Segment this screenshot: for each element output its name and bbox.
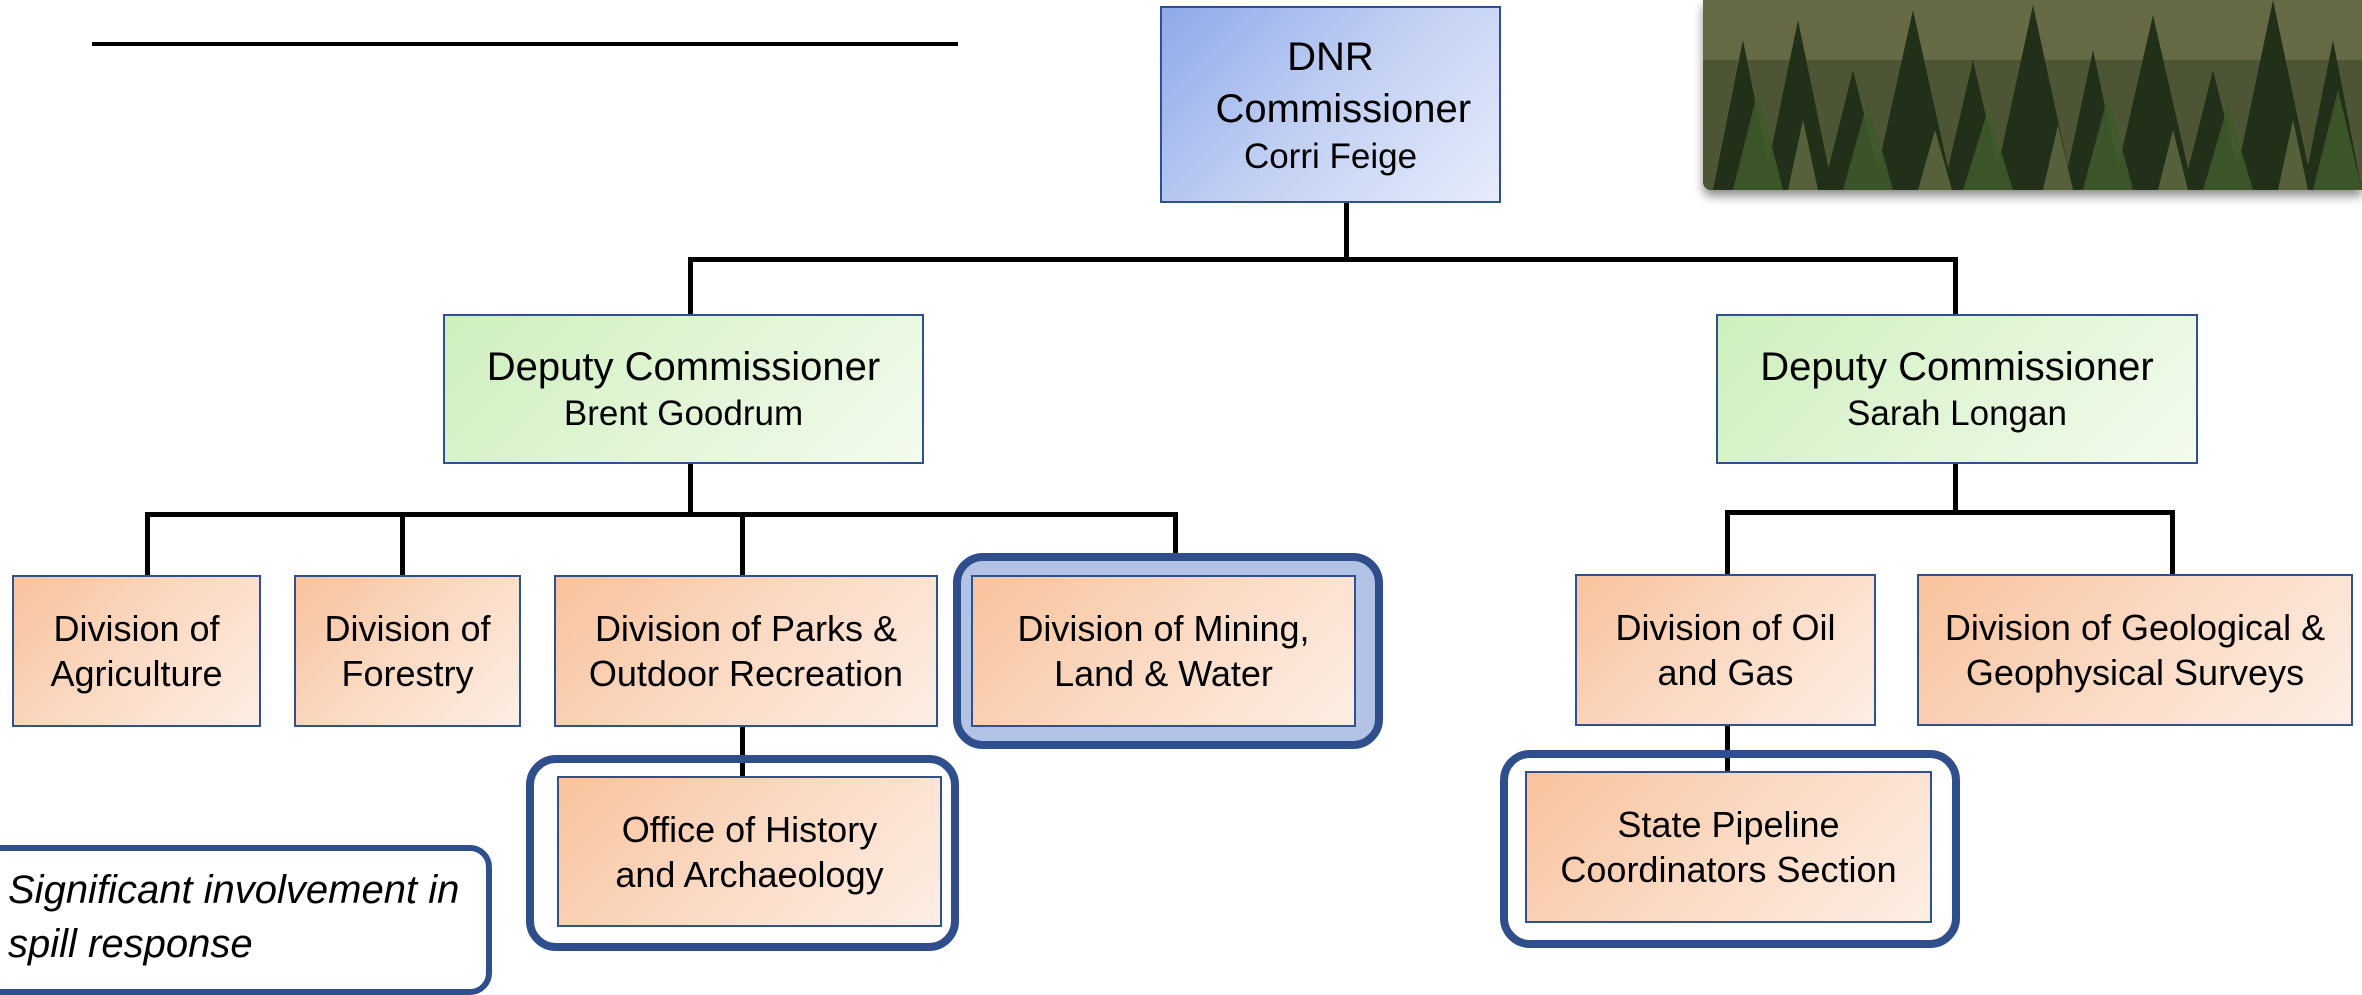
office-history-archaeology: Office of History and Archaeology [557,776,942,927]
legend-text: Significant involvement in spill respons… [8,868,460,966]
spill-response-highlight [526,755,959,951]
deputy-name: Brent Goodrum [563,394,804,434]
connector [1173,512,1178,576]
division-label: Division of Oil and Gas [1615,607,1836,693]
legend-box: Significant involvement in spill respons… [0,845,492,995]
sub-unit-label: State Pipeline Coordinators Section [1560,804,1897,890]
connector [688,257,1958,262]
connector [1953,257,1958,315]
connector [688,257,693,315]
connector [1725,510,1730,574]
division-mining-land-water: Division of Mining, Land & Water [971,575,1356,727]
deputy-name: Sarah Longan [1847,394,2067,434]
connector [145,512,1178,517]
division-parks: Division of Parks & Outdoor Recreation [554,575,938,727]
sub-unit-label: Office of History and Archaeology [615,808,884,895]
connector [1725,723,1730,773]
connector [1344,202,1349,259]
connector [2170,510,2175,574]
division-label: Division of Parks & Outdoor Recreation [588,608,904,694]
division-forestry: Division of Forestry [294,575,521,727]
forest-photo [1703,0,2362,190]
deputy-title: Deputy Commissioner [1760,345,2154,390]
connector [1725,510,2175,515]
division-label: Division of Mining, Land & Water [1017,608,1310,694]
spill-response-highlight [1500,750,1960,948]
commissioner-title: DNR Commissioner [1215,34,1472,131]
connector [1953,463,1958,513]
commissioner-box: DNR Commissioner Corri Feige [1160,6,1501,203]
division-label: Division of Forestry [324,608,491,694]
connector [740,512,745,576]
division-label: Division of Agriculture [50,608,223,694]
connector [145,512,150,576]
division-geological-surveys: Division of Geological & Geophysical Sur… [1917,574,2353,726]
connector [688,463,693,515]
deputy-box-goodrum: Deputy Commissioner Brent Goodrum [443,314,924,464]
commissioner-name: Corri Feige [1243,136,1418,176]
deputy-box-longan: Deputy Commissioner Sarah Longan [1716,314,2198,464]
connector [400,512,405,576]
state-pipeline-coordinators: State Pipeline Coordinators Section [1525,771,1932,923]
connector [740,725,745,777]
deputy-title: Deputy Commissioner [486,345,881,390]
title-underline [92,42,958,46]
division-oil-and-gas: Division of Oil and Gas [1575,574,1876,726]
division-agriculture: Division of Agriculture [12,575,261,727]
division-label: Division of Geological & Geophysical Sur… [1944,607,2326,693]
